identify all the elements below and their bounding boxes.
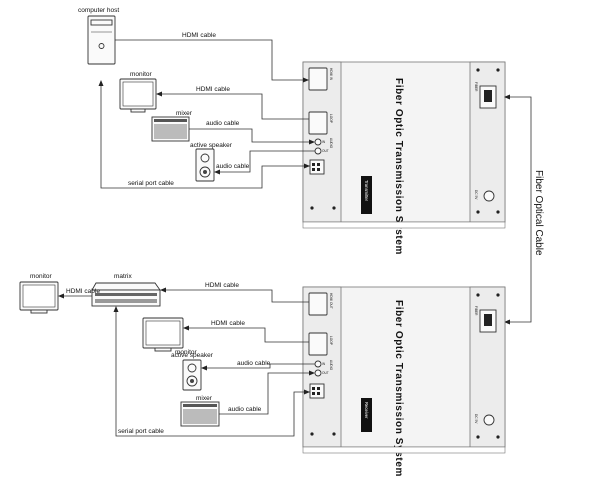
bottom-cables: HDMI cable HDMI cable audio cable audio … xyxy=(113,282,315,437)
bottom-audio-cable-2-label: audio cable xyxy=(228,406,262,413)
receiver-badge-label: Receiver xyxy=(364,402,369,419)
monitor-left-label: monitor xyxy=(30,273,53,280)
monitor-top-label: monitor xyxy=(130,71,153,78)
transmitter-badge-label: Transmitter xyxy=(364,180,369,202)
transmitter-power-jack xyxy=(483,190,495,202)
receiver-power-jack xyxy=(483,414,495,426)
computer-host xyxy=(87,15,116,65)
transmitter-audio-in-jack xyxy=(314,138,322,146)
computer-host-label: computer host xyxy=(78,7,119,14)
fiber-optical-cable-label: Fiber Optical Cable xyxy=(533,170,544,256)
monitor-bottom xyxy=(142,317,184,352)
receiver-audio-out-label: OUT xyxy=(322,371,329,375)
bottom-hdmi-cable-1-label: HDMI cable xyxy=(205,282,239,289)
top-serial-cable-label: serial port cable xyxy=(128,180,174,187)
transmitter-hdmi-in-port xyxy=(308,67,328,91)
transmitter-badge xyxy=(361,176,372,214)
receiver-audio-label: AUDIO xyxy=(329,360,333,371)
mixer-bottom-label: mixer xyxy=(196,395,213,402)
monitor-top xyxy=(119,78,157,113)
receiver-power-label: DC 5V xyxy=(474,414,478,424)
transmitter-loop-port xyxy=(308,111,328,135)
mixer-bottom xyxy=(180,401,220,427)
active-speaker-bottom-label: active speaker xyxy=(171,352,214,359)
receiver-serial-terminal xyxy=(309,383,325,399)
active-speaker-top xyxy=(195,148,215,182)
mixer-top xyxy=(151,116,190,142)
receiver-loop-label: LOOP xyxy=(329,336,333,345)
mixer-top-label: mixer xyxy=(176,110,193,117)
bottom-hdmi-cable-2-label: HDMI cable xyxy=(211,320,245,327)
fiber-link: Fiber Optical Cable xyxy=(504,94,544,325)
transmitter-hdmi-in-label: HDMI IN xyxy=(329,68,333,81)
receiver-unit: HDMI OUT LOOP AUDIO IN OUT Fiber Optic T… xyxy=(302,286,506,477)
top-cables: HDMI cable HDMI cable audio cable audio … xyxy=(98,32,315,189)
receiver-hdmi-out-port xyxy=(308,292,328,316)
top-hdmi-cable-2-label: HDMI cable xyxy=(196,86,230,93)
bottom-audio-cable-1-label: audio cable xyxy=(237,360,271,367)
transmitter-power-label: DC 5V xyxy=(474,190,478,200)
receiver-audio-in-jack xyxy=(314,360,322,368)
monitor-left xyxy=(19,281,59,314)
transmitter-unit: HDMI IN LOOP AUDIO IN OUT Fiber Optic Tr… xyxy=(302,61,506,255)
top-audio-cable-2-label: audio cable xyxy=(216,163,250,170)
bottom-serial-cable-label: serial port cable xyxy=(118,428,164,435)
receiver-badge xyxy=(361,398,372,432)
receiver-loop-port xyxy=(308,332,328,356)
receiver-fiber-label: FIBER xyxy=(474,306,478,316)
transmitter-audio-label: AUDIO xyxy=(329,138,333,149)
transmitter-audio-out-label: OUT xyxy=(322,149,329,153)
receiver-audio-in-label: IN xyxy=(322,362,326,366)
bottom-hdmi-matrix-cable-label: HDMI cable xyxy=(66,288,100,295)
transmitter-loop-label: LOOP xyxy=(329,114,333,123)
receiver-hdmi-out-label: HDMI OUT xyxy=(329,293,333,309)
transmitter-audio-out-jack xyxy=(314,147,322,155)
matrix xyxy=(91,282,161,307)
matrix-label: matrix xyxy=(114,273,132,280)
transmitter-fiber-label: FIBER xyxy=(474,82,478,92)
active-speaker-top-label: active speaker xyxy=(190,142,233,149)
top-hdmi-cable-1-label: HDMI cable xyxy=(182,32,216,39)
transmitter-serial-terminal xyxy=(309,159,325,175)
matrix-monitor-cable: HDMI cable xyxy=(58,288,100,299)
receiver-audio-out-jack xyxy=(314,369,322,377)
top-audio-cable-1-label: audio cable xyxy=(206,120,240,127)
receiver-title: Fiber Optic Transmission System xyxy=(393,300,404,477)
transmitter-title: Fiber Optic Transmission System xyxy=(393,78,404,255)
active-speaker-bottom xyxy=(182,359,202,391)
transmitter-audio-in-label: IN xyxy=(322,140,326,144)
monitor-bottom-label: monitor xyxy=(175,349,198,356)
